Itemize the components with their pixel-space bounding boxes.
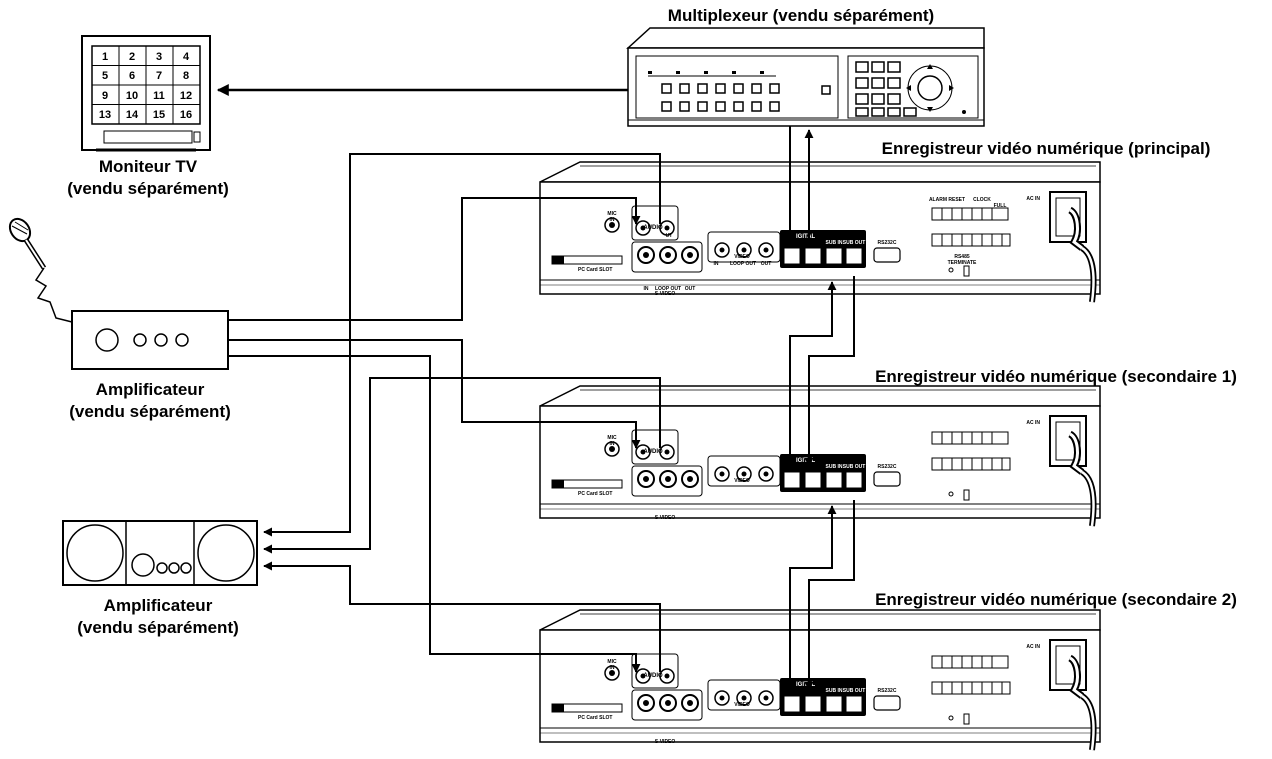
digital-label: IGITAL	[796, 458, 816, 464]
cell-14: 14	[126, 109, 139, 121]
ac-in-label: AC IN	[1026, 196, 1040, 202]
digital-label: IGITAL	[796, 234, 816, 240]
audio-out-label: UT	[666, 233, 673, 239]
multiplexer	[628, 28, 984, 126]
audio-label: AUDIO	[643, 449, 663, 455]
ac-in-label: AC IN	[1026, 420, 1040, 426]
cell-7: 7	[156, 70, 162, 82]
svideo-loop-label: LOOP OUT	[655, 286, 681, 292]
amplifier-1-label-1: Amplificateur	[96, 380, 205, 399]
svideo-in-label: IN	[644, 286, 649, 292]
rs232c-label: RS232C	[878, 464, 897, 470]
cell-4: 4	[183, 51, 190, 63]
amplifier-1-label-2: (vendu séparément)	[69, 402, 231, 421]
amplifier-2	[63, 521, 257, 585]
mic-label-bottom: IN	[610, 441, 615, 447]
mic-label-bottom: IN	[610, 665, 615, 671]
cell-11: 11	[153, 90, 165, 102]
video-label: VIDEO	[734, 478, 750, 484]
rs232c-label: RS232C	[878, 240, 897, 246]
sub-in-label: SUB IN	[826, 688, 843, 694]
sub-in-label: SUB IN	[826, 240, 843, 246]
mic-label-bottom: IN	[610, 217, 615, 223]
cell-10: 10	[126, 90, 138, 102]
cell-9: 9	[102, 90, 108, 102]
sub-in-label: SUB IN	[826, 464, 843, 470]
microphone	[6, 215, 72, 322]
amplifier-2-label-1: Amplificateur	[104, 596, 213, 615]
amplifier-1	[72, 311, 228, 369]
cell-6: 6	[129, 70, 135, 82]
audio-label: AUDIO	[643, 225, 663, 231]
pc-card-label: PC Card SLOT	[578, 491, 612, 497]
dvr-secondary-2-label: Enregistreur vidéo numérique (secondaire…	[875, 590, 1237, 609]
cell-2: 2	[129, 51, 135, 63]
cell-12: 12	[180, 90, 192, 102]
terminate-label: TERMINATE	[948, 260, 977, 266]
full-label: FULL	[994, 203, 1007, 209]
dvr-main	[540, 162, 1100, 302]
amplifier-2-label-2: (vendu séparément)	[77, 618, 239, 637]
rs232c-label: RS232C	[878, 688, 897, 694]
clock-label: CLOCK	[973, 197, 991, 203]
cell-13: 13	[99, 109, 111, 121]
dvr-secondary-1-label: Enregistreur vidéo numérique (secondaire…	[875, 367, 1237, 386]
rs485-label: RS485	[954, 254, 970, 260]
svideo-label: S-VIDEO	[655, 515, 676, 521]
monitor-label-1: Moniteur TV	[99, 157, 198, 176]
cell-1: 1	[102, 51, 108, 63]
sub-out-label: SUB OUT	[843, 464, 866, 470]
cell-5: 5	[102, 70, 108, 82]
svideo-out-label: OUT	[685, 286, 696, 292]
pc-card-label: PC Card SLOT	[578, 267, 612, 273]
ac-in-label: AC IN	[1026, 644, 1040, 650]
pc-card-label: PC Card SLOT	[578, 715, 612, 721]
video-label: VIDEO	[734, 702, 750, 708]
video-label: VIDEO	[734, 254, 750, 260]
cell-16: 16	[180, 109, 192, 121]
svideo-label: S-VIDEO	[655, 739, 676, 745]
dvr-main-label: Enregistreur vidéo numérique (principal)	[882, 139, 1211, 158]
monitor-label-2: (vendu séparément)	[67, 179, 229, 198]
video-out-label: OUT	[761, 261, 772, 267]
multiplexer-label: Multiplexeur (vendu séparément)	[668, 6, 934, 25]
cell-8: 8	[183, 70, 189, 82]
sub-out-label: SUB OUT	[843, 240, 866, 246]
dvr-secondary-2	[540, 610, 1100, 750]
cell-3: 3	[156, 51, 162, 63]
sub-out-label: SUB OUT	[843, 688, 866, 694]
video-loop-label: LOOP OUT	[730, 261, 756, 267]
digital-label: IGITAL	[796, 682, 816, 688]
alarm-reset-label: ALARM RESET	[929, 197, 965, 203]
audio-label: AUDIO	[643, 673, 663, 679]
dvr-secondary-1	[540, 386, 1100, 526]
video-in-label: IN	[714, 261, 719, 267]
cell-15: 15	[153, 109, 165, 121]
